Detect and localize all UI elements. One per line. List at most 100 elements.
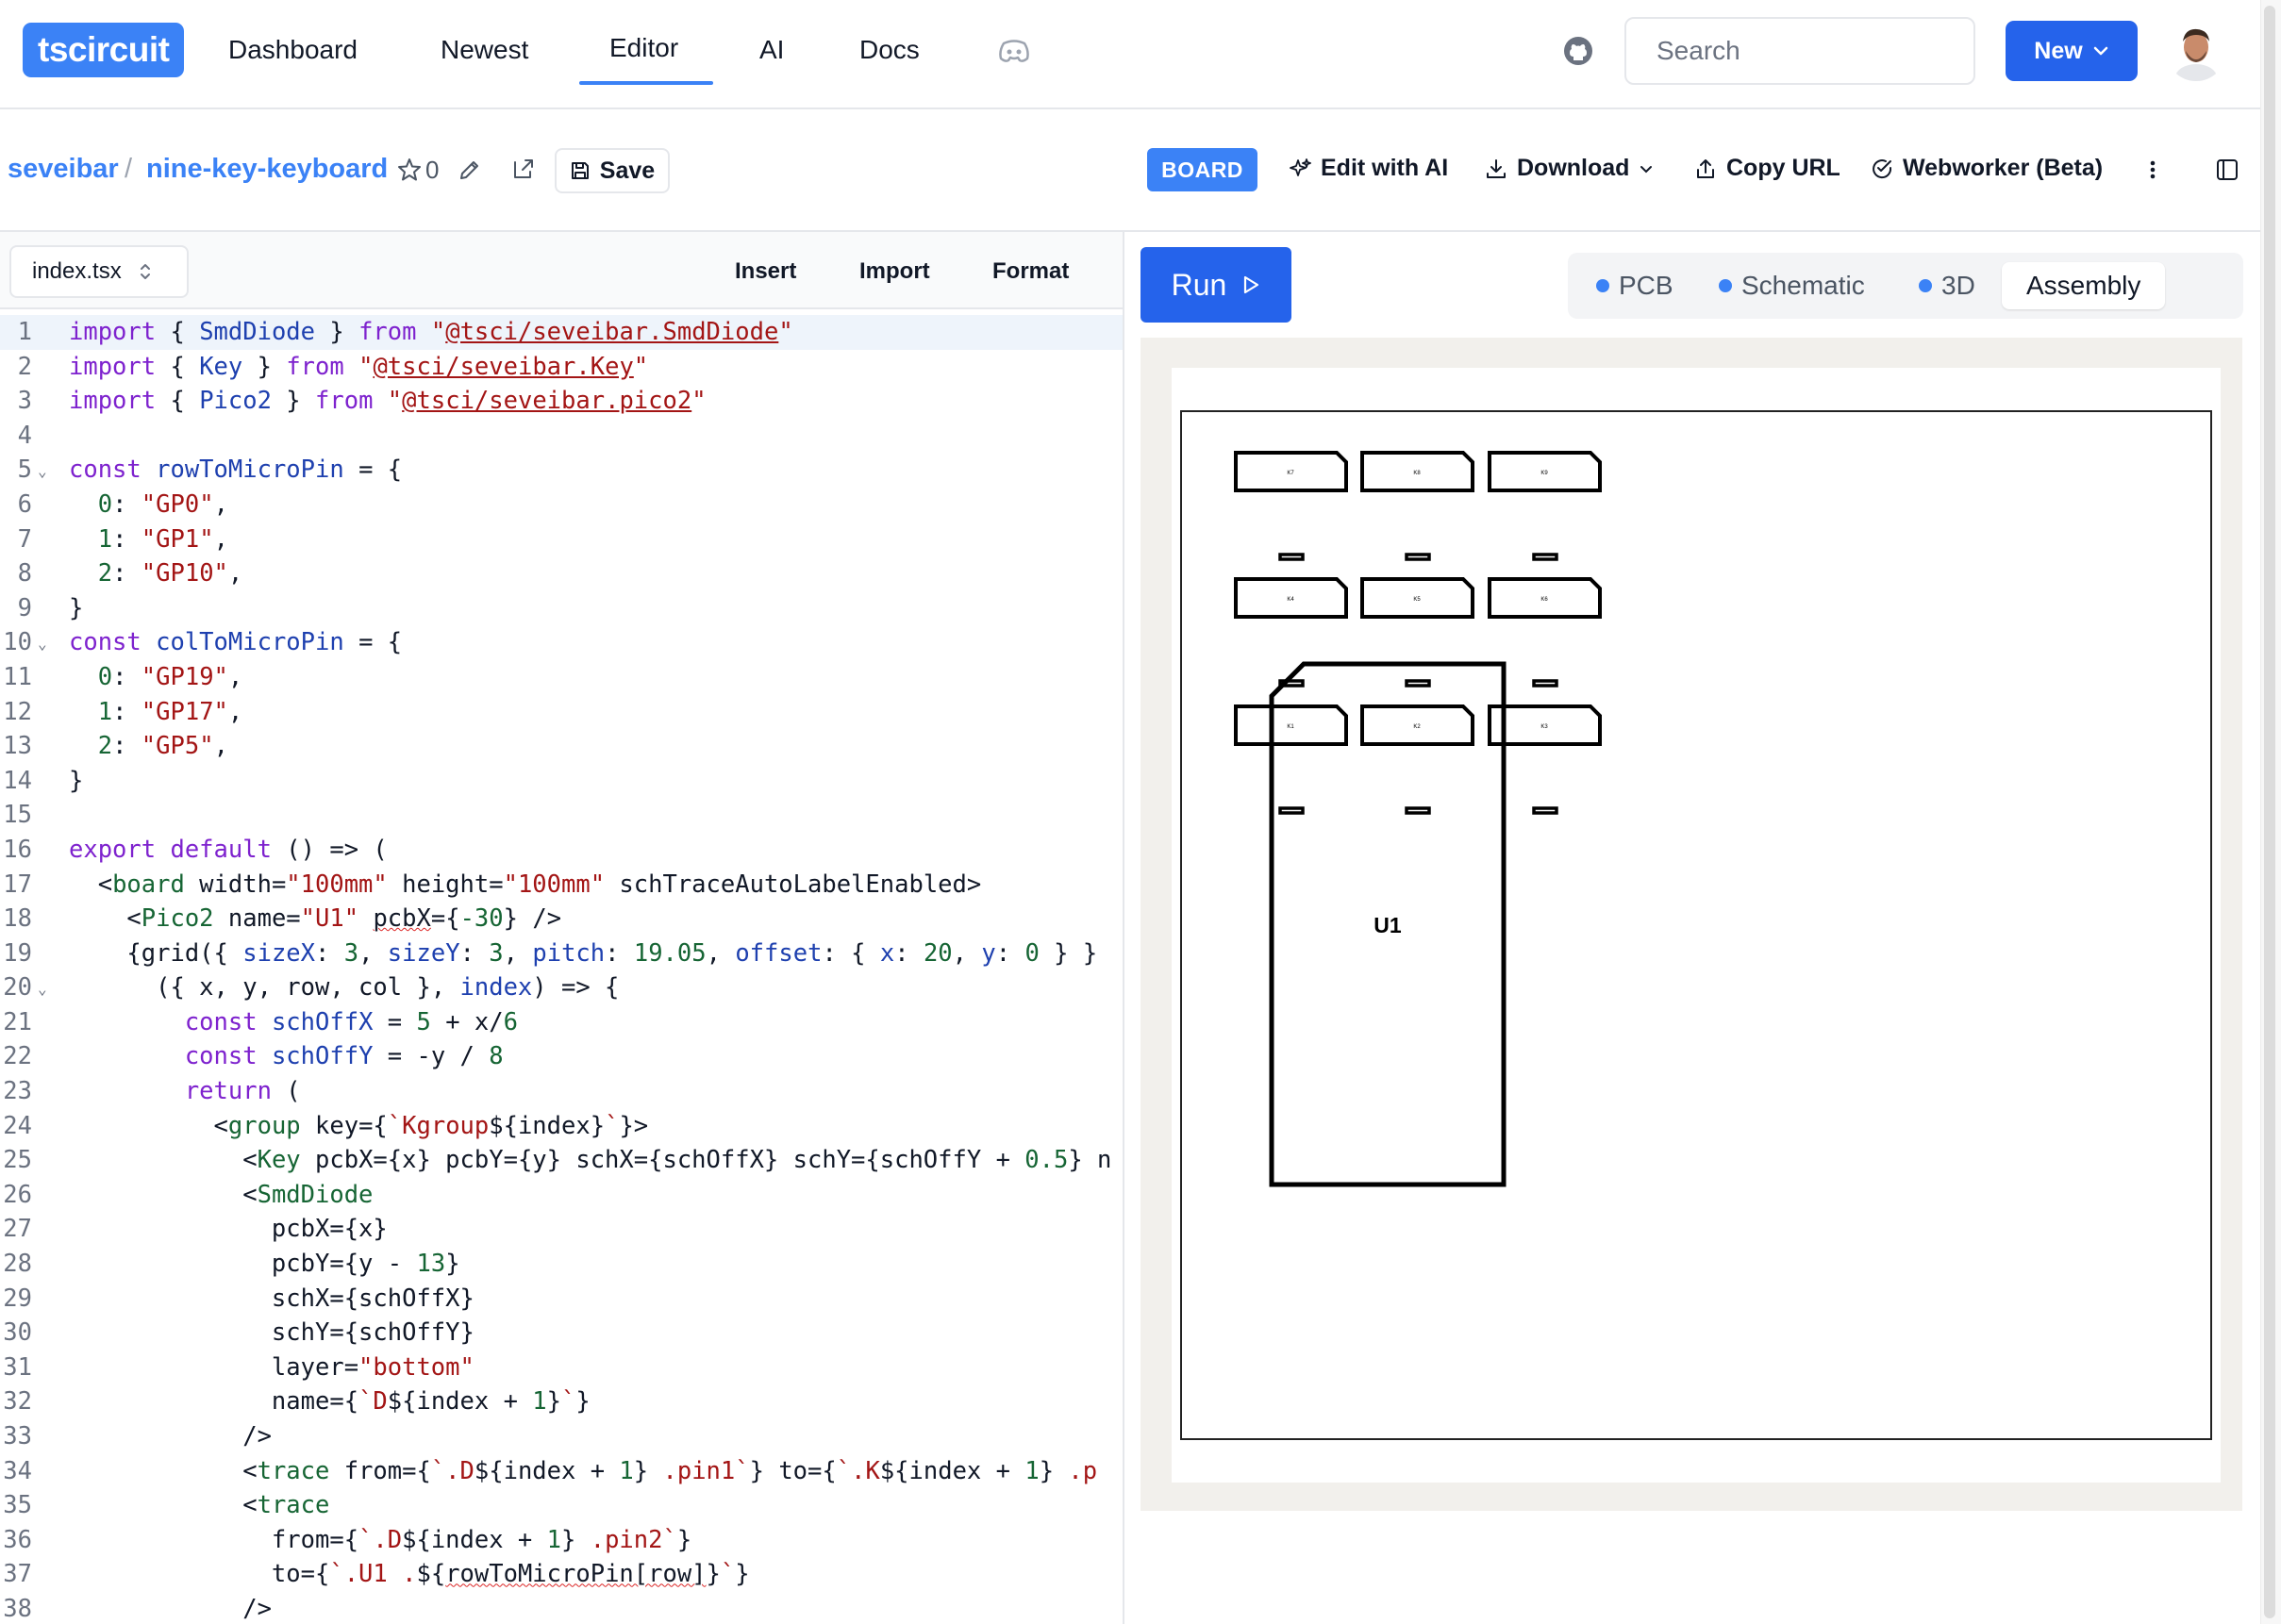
breadcrumb-owner[interactable]: seveibar [8,154,119,185]
fold-chevron-icon[interactable]: ⌄ [38,972,47,1007]
copy-url-button[interactable]: Copy URL [1694,155,1840,182]
nav-link-dashboard[interactable]: Dashboard [228,34,358,66]
code-line[interactable]: 3import { Pico2 } from "@tsci/seveibar.p… [0,384,1123,419]
code-line[interactable]: 38 /> [0,1592,1123,1624]
fold-chevron-icon[interactable]: ⌄ [38,627,47,662]
code-line[interactable]: 36 from={`.D${index + 1} .pin2`} [0,1523,1123,1558]
code-text: <trace [69,1488,329,1523]
tab-pcb-label: PCB [1619,271,1673,301]
code-line[interactable]: 18 <Pico2 name="U1" pcbX={-30} /> [0,902,1123,936]
nav-link-docs[interactable]: Docs [859,34,920,66]
diode-component[interactable] [1407,555,1429,559]
import-button[interactable]: Import [859,258,930,285]
discord-icon[interactable] [998,38,1030,64]
code-line[interactable]: 7 1: "GP1", [0,522,1123,557]
code-line[interactable]: 16export default () => ( [0,833,1123,868]
tab-assembly-label: Assembly [2026,271,2140,301]
code-line[interactable]: 5⌄const rowToMicroPin = { [0,453,1123,488]
code-line[interactable]: 6 0: "GP0", [0,488,1123,522]
code-line[interactable]: 11 0: "GP19", [0,660,1123,695]
diode-component[interactable] [1280,555,1303,559]
external-link-icon[interactable] [511,157,536,181]
tab-pcb[interactable]: PCB [1596,262,1673,309]
format-button[interactable]: Format [992,258,1069,285]
code-line[interactable]: 24 <group key={`Kgroup${index}`}> [0,1109,1123,1144]
tab-schematic[interactable]: Schematic [1719,262,1865,309]
edit-with-ai-button[interactable]: Edit with AI [1289,155,1448,182]
download-button[interactable]: Download [1485,155,1654,182]
insert-button[interactable]: Insert [735,258,796,285]
code-line[interactable]: 10⌄const colToMicroPin = { [0,625,1123,660]
run-label: Run [1172,268,1227,303]
code-line[interactable]: 21 const schOffX = 5 + x/6 [0,1005,1123,1040]
fold-chevron-icon[interactable]: ⌄ [38,455,47,489]
code-line[interactable]: 26 <SmdDiode [0,1178,1123,1213]
line-number: 33 [0,1419,32,1454]
code-line[interactable]: 14} [0,764,1123,799]
line-number: 12 [0,695,32,730]
status-dot [1596,279,1609,292]
sparkles-icon [1289,157,1311,180]
run-button[interactable]: Run [1140,247,1291,323]
code-text: pcbY={y - 13} [69,1247,460,1282]
code-line[interactable]: 34 <trace from={`.D${index + 1} .pin1`} … [0,1454,1123,1489]
code-text: } [69,591,83,626]
nav-link-newest[interactable]: Newest [441,34,528,66]
code-line[interactable]: 4 [0,419,1123,454]
code-text: pcbX={x} [69,1212,388,1247]
diode-component[interactable] [1534,808,1557,813]
code-text: 2: "GP10", [69,556,242,591]
code-line[interactable]: 17 <board width="100mm" height="100mm" s… [0,868,1123,903]
user-avatar[interactable] [2166,21,2226,81]
code-line[interactable]: 31 layer="bottom" [0,1351,1123,1385]
save-button[interactable]: Save [555,148,670,193]
code-line[interactable]: 12 1: "GP17", [0,695,1123,730]
code-line[interactable]: 29 schX={schOffX} [0,1282,1123,1317]
tab-assembly[interactable]: Assembly [2002,262,2165,309]
code-line[interactable]: 27 pcbX={x} [0,1212,1123,1247]
pencil-icon[interactable] [457,157,483,183]
file-selector[interactable]: index.tsx [9,245,189,298]
more-vertical-icon[interactable] [2141,157,2164,183]
search-input[interactable] [1624,17,1975,85]
code-line[interactable]: 1import { SmdDiode } from "@tsci/seveiba… [0,315,1123,350]
code-line[interactable]: 20⌄ ({ x, y, row, col }, index) => { [0,970,1123,1005]
diode-component[interactable] [1407,681,1429,686]
diode-component[interactable] [1280,808,1303,813]
diode-component[interactable] [1534,555,1557,559]
breadcrumb-project-name[interactable]: nine-key-keyboard [146,154,388,185]
code-line[interactable]: 25 <Key pcbX={x} pcbY={y} schX={schOffX}… [0,1143,1123,1178]
assembly-view[interactable]: U1 K7K8K9K4K5K6K1K2K3 [1172,368,2221,1483]
code-line[interactable]: 15 [0,798,1123,833]
code-line[interactable]: 33 /> [0,1419,1123,1454]
code-line[interactable]: 19 {grid({ sizeX: 3, sizeY: 3, pitch: 19… [0,936,1123,971]
key-label: K8 [1413,471,1421,476]
code-line[interactable]: 22 const schOffY = -y / 8 [0,1039,1123,1074]
nav-link-editor[interactable]: Editor [609,32,678,64]
line-number: 36 [0,1523,32,1558]
code-line[interactable]: 8 2: "GP10", [0,556,1123,591]
code-area[interactable]: 1import { SmdDiode } from "@tsci/seveiba… [0,315,1123,1624]
webworker-toggle[interactable]: Webworker (Beta) [1871,155,2103,182]
sidebar-toggle-icon[interactable] [2215,157,2239,182]
code-line[interactable]: 23 return ( [0,1074,1123,1109]
code-line[interactable]: 30 schY={schOffY} [0,1316,1123,1351]
board-badge[interactable]: BOARD [1147,148,1257,191]
code-line[interactable]: 2import { Key } from "@tsci/seveibar.Key… [0,350,1123,385]
page-scrollbar-thumb[interactable] [2264,6,2275,1618]
diode-component[interactable] [1534,681,1557,686]
code-line[interactable]: 32 name={`D${index + 1}`} [0,1384,1123,1419]
code-text: to={`.U1 .${rowToMicroPin[row]}`} [69,1557,750,1592]
diode-component[interactable] [1407,808,1429,813]
code-line[interactable]: 28 pcbY={y - 13} [0,1247,1123,1282]
code-line[interactable]: 13 2: "GP5", [0,729,1123,764]
star-icon[interactable] [396,157,423,183]
code-line[interactable]: 35 <trace [0,1488,1123,1523]
tab-3d[interactable]: 3D [1919,262,1975,309]
code-line[interactable]: 37 to={`.U1 .${rowToMicroPin[row]}`} [0,1557,1123,1592]
nav-link-ai[interactable]: AI [759,34,784,66]
github-icon[interactable] [1563,36,1593,66]
new-button[interactable]: New [2006,21,2138,81]
tscircuit-logo[interactable]: tscircuit [23,23,184,77]
code-line[interactable]: 9} [0,591,1123,626]
